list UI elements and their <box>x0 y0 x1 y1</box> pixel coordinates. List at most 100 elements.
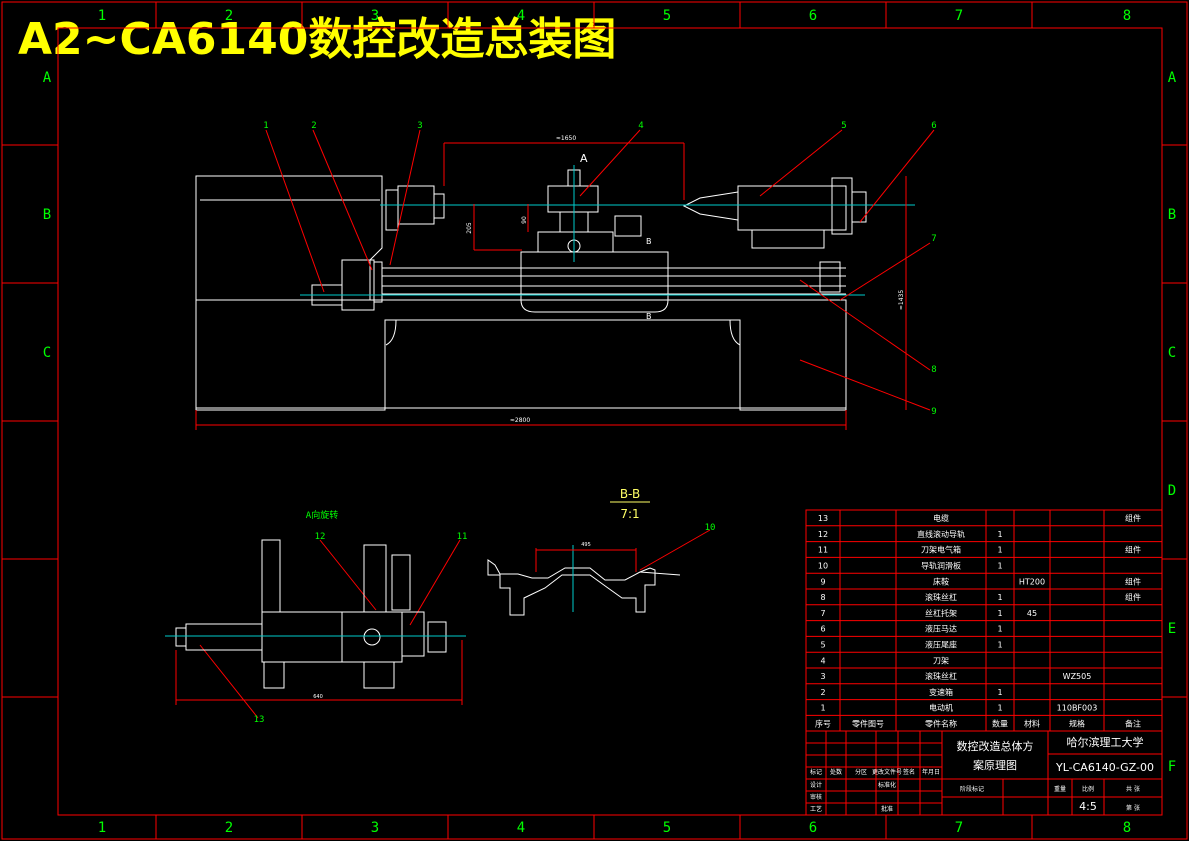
table-cell: 5 <box>820 640 825 649</box>
grid-row-right: E <box>1168 621 1176 637</box>
table-cell: 12 <box>818 530 828 539</box>
grid-col-top: 4 <box>517 8 525 24</box>
drawing-title: A2~CA6140数控改造总装图 <box>18 14 617 65</box>
grid-row-right: C <box>1168 345 1176 361</box>
table-cell: 滚珠丝杠 <box>925 592 957 602</box>
table-cell: WZ505 <box>1063 672 1092 681</box>
bb-scale-label: 7:1 <box>620 507 639 521</box>
table-cell: 3 <box>820 672 825 681</box>
balloon-number: 3 <box>417 121 422 131</box>
table-cell: 9 <box>820 577 825 586</box>
tb-label-zone: 分区 <box>855 768 867 776</box>
section-a-mark: A <box>580 152 588 165</box>
table-cell: 1 <box>997 530 1002 539</box>
tb-school: 哈尔滨理工大学 <box>1067 735 1144 749</box>
tb-label-ratio: 比例 <box>1082 785 1094 793</box>
a-view <box>175 539 447 689</box>
dim-section: 495 <box>581 542 591 548</box>
table-cell: 电缆 <box>933 513 949 523</box>
tb-label-sheet-no: 第 张 <box>1126 804 1140 812</box>
bb-view-label: B-B <box>620 487 640 501</box>
table-cell: 刀架 <box>933 656 949 665</box>
balloon-number: 5 <box>841 121 846 131</box>
tb-label-change: 更改文件号 <box>872 768 902 776</box>
table-cell: 组件 <box>1125 513 1141 523</box>
grid-row-right: B <box>1168 207 1176 223</box>
dim-length-upper: ≈1650 <box>556 135 576 142</box>
table-cell: 6 <box>820 625 825 634</box>
grid-col-top: 1 <box>98 8 106 24</box>
table-cell: 丝杠托架 <box>925 608 957 618</box>
tb-label-mark: 标记 <box>810 768 822 776</box>
section-b-mark: B <box>646 237 652 246</box>
grid-col-top: 6 <box>809 8 817 24</box>
dimension-lines <box>195 142 907 430</box>
a-view-label: A向旋转 <box>306 509 338 521</box>
tb-label-sign: 签名 <box>903 768 915 776</box>
tb-label-date: 年月日 <box>922 768 940 776</box>
table-cell: 滚珠丝杠 <box>925 671 957 681</box>
table-cell: 组件 <box>1125 592 1141 602</box>
table-cell: 组件 <box>1125 545 1141 555</box>
table-cell: 1 <box>997 561 1002 570</box>
table-header-cell: 数量 <box>992 718 1008 728</box>
table-cell: 液压马达 <box>925 624 957 634</box>
table-cell: 组件 <box>1125 576 1141 586</box>
grid-col-bottom: 8 <box>1123 820 1131 836</box>
dim-small-2: 205 <box>466 222 473 234</box>
tb-drawing-name-1: 数控改造总体方 <box>957 739 1034 753</box>
center-lines <box>300 165 915 296</box>
tb-scale: 4:5 <box>1079 800 1097 813</box>
grid-col-top: 2 <box>225 8 233 24</box>
grid-col-bottom: 5 <box>663 820 671 836</box>
table-cell: 10 <box>818 561 828 570</box>
grid-row-left: A <box>43 70 52 86</box>
table-header-cell: 零件名称 <box>925 718 957 728</box>
table-cell: 11 <box>818 546 828 555</box>
grid-col-bottom: 3 <box>371 820 379 836</box>
title-block-grid <box>805 730 1163 816</box>
table-header-cell: 备注 <box>1125 718 1141 728</box>
tb-drawing-no: YL-CA6140-GZ-00 <box>1055 761 1154 774</box>
tb-label-weight: 重量 <box>1054 785 1066 793</box>
table-cell: 7 <box>820 609 825 618</box>
grid-col-bottom: 4 <box>517 820 525 836</box>
grid-row-right: A <box>1168 70 1177 86</box>
grid-row-left: B <box>43 207 51 223</box>
table-cell: 1 <box>997 609 1002 618</box>
grid-row-right: F <box>1168 759 1176 775</box>
lathe-main-view <box>195 169 867 411</box>
tb-label-check: 审核 <box>810 793 822 801</box>
dim-side-view: 640 <box>313 694 323 700</box>
table-cell: 8 <box>820 593 825 602</box>
tb-label-design: 设计 <box>810 781 822 789</box>
balloon-number: 2 <box>311 121 316 131</box>
table-cell: 4 <box>820 656 825 665</box>
grid-col-top: 7 <box>955 8 963 24</box>
table-cell: 电动机 <box>929 703 953 713</box>
table-cell: 变速箱 <box>929 687 953 697</box>
table-cell: 2 <box>820 688 825 697</box>
balloon-number: 6 <box>931 121 936 131</box>
table-cell: 液压尾座 <box>925 639 957 649</box>
grid-col-bottom: 2 <box>225 820 233 836</box>
table-cell: 1 <box>997 593 1002 602</box>
table-cell: 1 <box>997 625 1002 634</box>
table-cell: 1 <box>997 546 1002 555</box>
balloon-number: 9 <box>931 407 936 417</box>
dim-small-1: 90 <box>521 216 528 224</box>
balloon-number: 7 <box>931 234 936 244</box>
grid-col-top: 3 <box>371 8 379 24</box>
section-b-mark: B <box>646 312 652 321</box>
dim-height-right: ≈1435 <box>898 290 905 310</box>
table-header-cell: 序号 <box>815 718 831 728</box>
table-cell: 刀架电气箱 <box>921 545 961 555</box>
dim-length-main: ≈2800 <box>510 417 530 424</box>
balloon-number: 1 <box>263 121 268 131</box>
table-cell: 45 <box>1027 609 1037 618</box>
table-cell: 1 <box>997 704 1002 713</box>
